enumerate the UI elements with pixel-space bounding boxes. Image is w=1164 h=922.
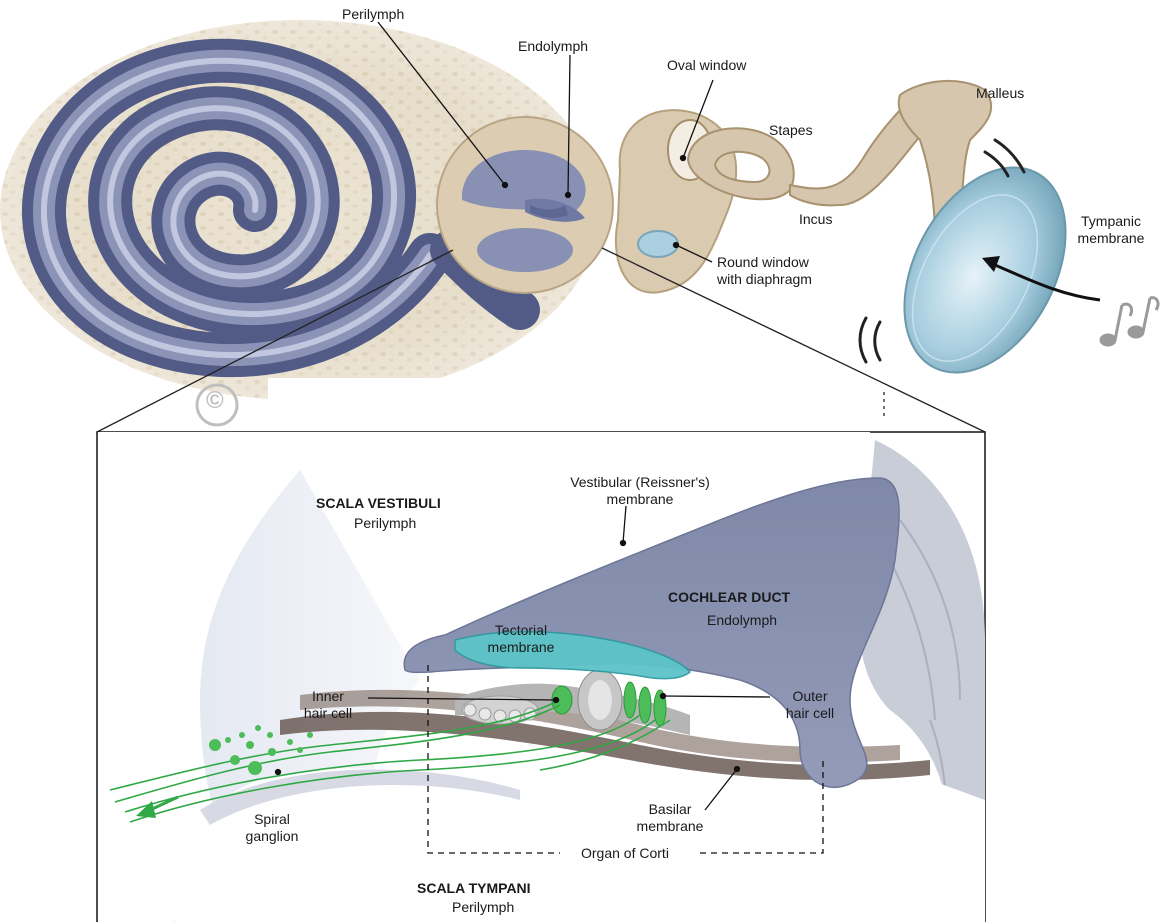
label-vestibular-line1: Vestibular (Reissner's): [545, 474, 735, 491]
label-spiral-line1: Spiral: [232, 811, 312, 828]
label-cochlear-duct: COCHLEAR DUCT: [668, 589, 790, 606]
label-outer-hair-line1: Outer: [755, 688, 865, 705]
label-tympanic-line2: membrane: [1066, 230, 1156, 247]
label-endolymph-top: Endolymph: [518, 38, 588, 55]
label-scala-tympani-fluid: Perilymph: [452, 899, 514, 916]
label-spiral-ganglion: Spiral ganglion: [232, 811, 312, 845]
label-tectorial-line2: membrane: [466, 639, 576, 656]
label-basilar-line1: Basilar: [620, 801, 720, 818]
round-window: [638, 231, 678, 257]
label-perilymph-top: Perilymph: [342, 6, 404, 23]
label-vestibular-membrane: Vestibular (Reissner's) membrane: [545, 474, 735, 508]
label-tectorial-line1: Tectorial: [466, 622, 576, 639]
tympanic-membrane: [872, 140, 1099, 400]
label-outer-hair-line2: hair cell: [755, 705, 865, 722]
label-stapes: Stapes: [769, 122, 813, 139]
label-basilar-line2: membrane: [620, 818, 720, 835]
label-inner-hair-line2: hair cell: [283, 705, 373, 722]
label-inner-hair-line1: Inner: [283, 688, 373, 705]
copyright-glyph: ©: [206, 392, 224, 409]
label-scala-tympani: SCALA TYMPANI: [417, 880, 531, 897]
label-tectorial-membrane: Tectorial membrane: [466, 622, 576, 656]
label-tympanic-membrane: Tympanic membrane: [1066, 213, 1156, 247]
label-inner-hair-cell: Inner hair cell: [283, 688, 373, 722]
label-incus: Incus: [799, 211, 832, 228]
label-vestibular-line2: membrane: [545, 491, 735, 508]
label-tympanic-line1: Tympanic: [1066, 213, 1156, 230]
label-scala-vestibuli: SCALA VESTIBULI: [316, 495, 441, 512]
label-malleus: Malleus: [976, 85, 1024, 102]
label-scala-vestibuli-fluid: Perilymph: [354, 515, 416, 532]
music-notes-icon: [1100, 298, 1158, 346]
label-outer-hair-cell: Outer hair cell: [755, 688, 865, 722]
detail-panel: [97, 432, 985, 922]
cochlea-cross-section: [437, 117, 613, 293]
label-spiral-line2: ganglion: [232, 828, 312, 845]
label-oval-window: Oval window: [667, 57, 746, 74]
label-round-window-line1: Round window: [717, 254, 812, 271]
label-basilar-membrane: Basilar membrane: [620, 801, 720, 835]
label-organ-of-corti: Organ of Corti: [577, 845, 673, 862]
label-round-window-line2: with diaphragm: [717, 271, 812, 288]
label-cochlear-duct-fluid: Endolymph: [707, 612, 777, 629]
label-round-window: Round window with diaphragm: [717, 254, 812, 288]
